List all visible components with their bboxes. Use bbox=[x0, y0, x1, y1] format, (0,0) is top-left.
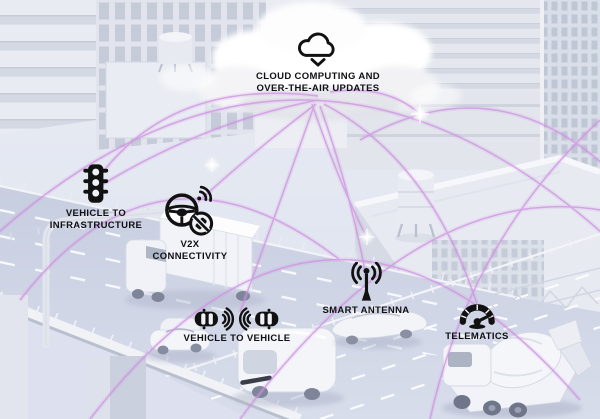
sedan-car bbox=[144, 317, 216, 363]
gantry bbox=[9, 200, 196, 349]
smart-antenna-car bbox=[331, 310, 428, 349]
vehicles bbox=[125, 206, 593, 418]
mixer-truck bbox=[441, 319, 593, 418]
sparkles bbox=[205, 105, 429, 245]
water-tank-small bbox=[158, 32, 193, 73]
concept-van bbox=[232, 327, 344, 407]
